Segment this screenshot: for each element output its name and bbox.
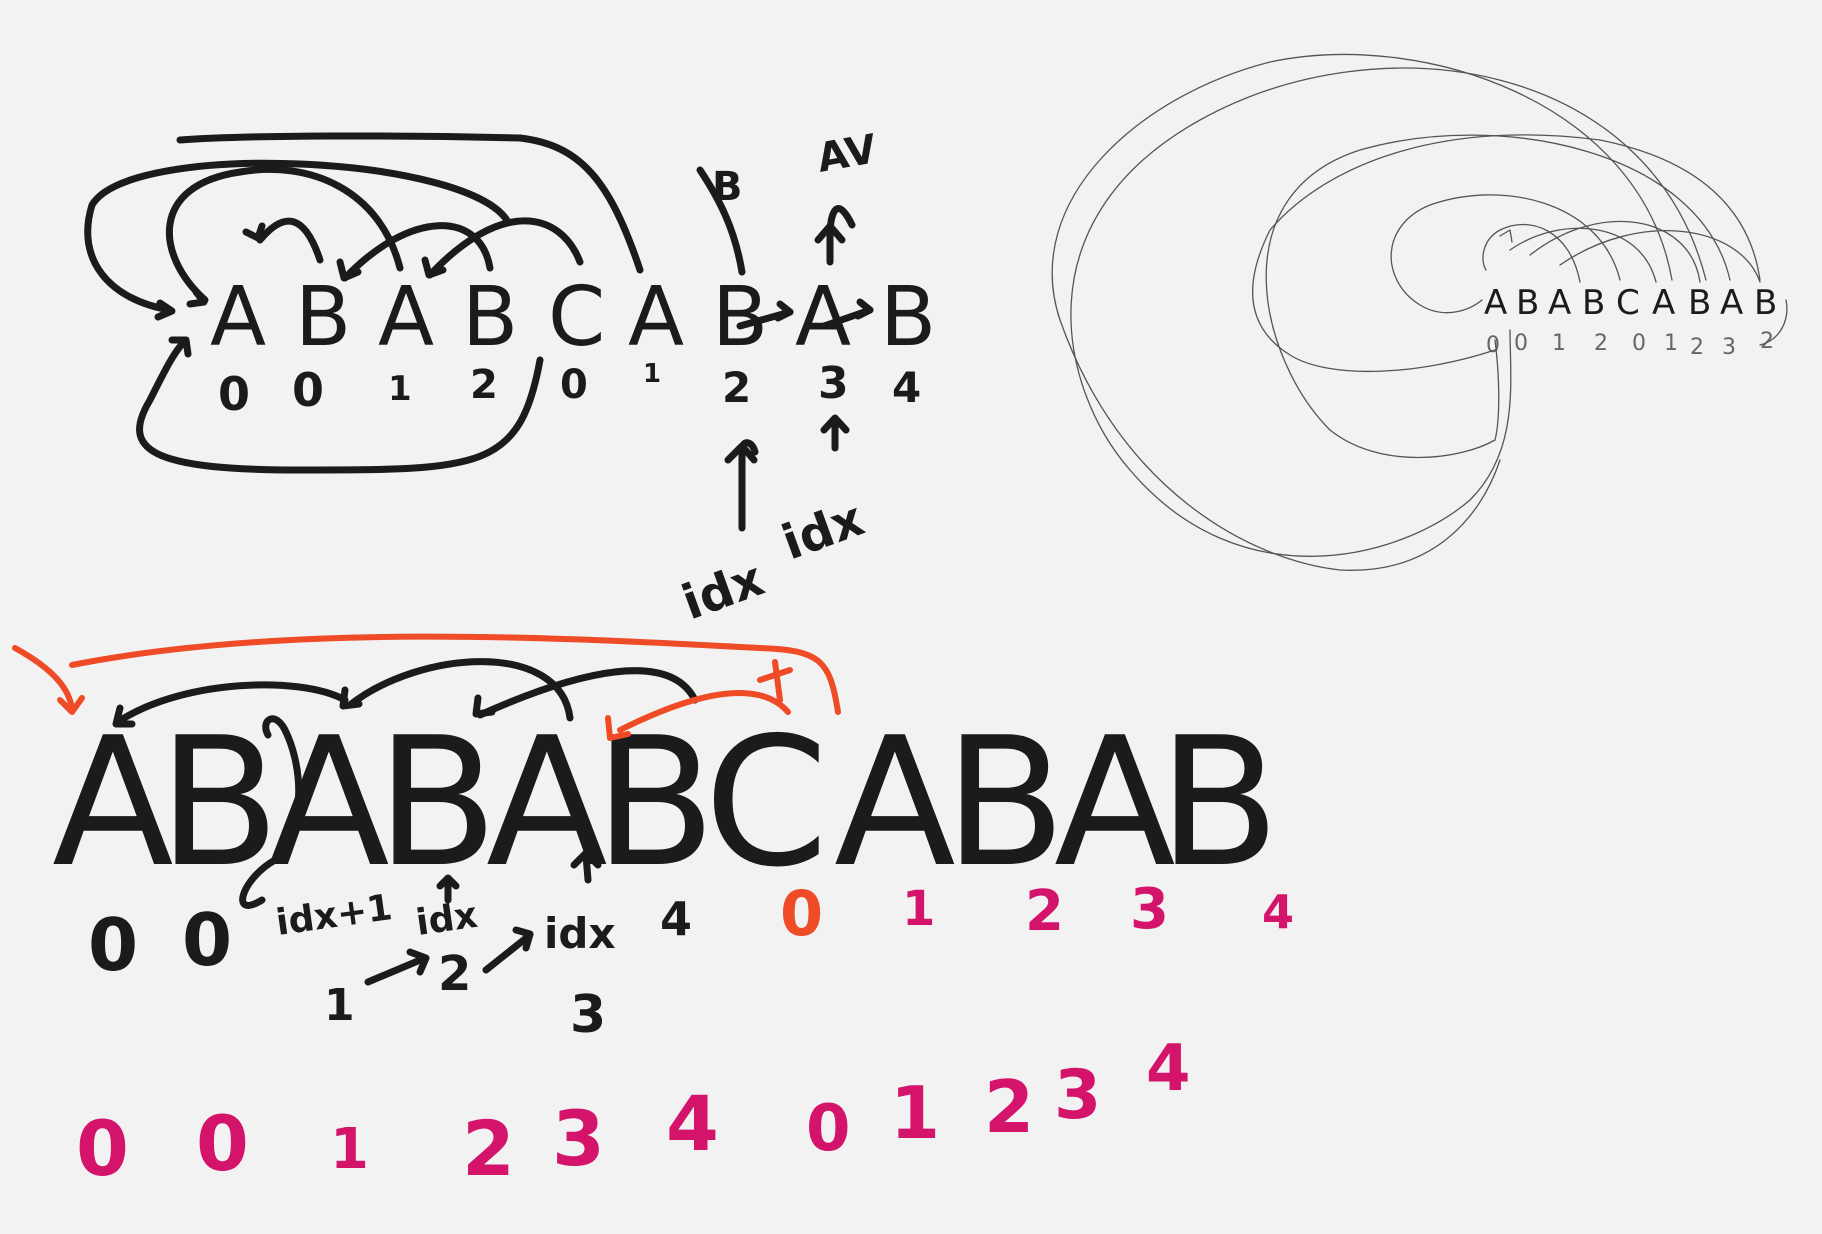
bottom-black-arcs xyxy=(112,658,699,909)
row-digit: 1 xyxy=(330,1117,369,1182)
row-digit: 3 xyxy=(552,1094,605,1183)
row-digit: 0 xyxy=(76,1104,129,1193)
av-label: AV xyxy=(814,126,880,182)
small-index: 2 xyxy=(1760,329,1774,354)
red-index: 0 xyxy=(780,877,823,950)
top-index: 2 xyxy=(722,363,751,412)
bottom-letter: A xyxy=(52,699,174,906)
sub-index: 3 xyxy=(570,985,606,1045)
small-index: 1 xyxy=(1664,331,1678,356)
small-indices: 0 0 1 2 0 1 2 3 2 xyxy=(1486,329,1774,360)
bottom-sub-indices: 1 2 3 xyxy=(324,946,606,1045)
bottom-string: A B A B A B C A B A B xyxy=(52,699,1280,906)
magenta-index: 1 xyxy=(902,881,935,937)
row-digit: 3 xyxy=(1054,1056,1101,1135)
top-index: 3 xyxy=(818,358,849,409)
top-annotation-labels: idx idx B AV xyxy=(675,126,880,631)
bottom-letter: A xyxy=(1054,699,1176,906)
bottom-letter: C xyxy=(704,699,828,906)
magenta-index: 4 xyxy=(1262,885,1294,939)
small-letter: B xyxy=(1516,283,1539,323)
row-digit: 2 xyxy=(462,1104,515,1193)
row-digit: 4 xyxy=(1146,1032,1191,1106)
bottom-letter: B xyxy=(944,699,1066,906)
b-label: B xyxy=(712,164,743,210)
top-letter: A xyxy=(378,270,434,365)
small-letter: B xyxy=(1688,283,1711,323)
top-index: 1 xyxy=(643,359,661,389)
bottom-sub-arrows xyxy=(364,849,602,986)
small-letter: A xyxy=(1652,283,1675,323)
top-indices: 0 0 1 2 0 1 2 3 4 xyxy=(218,358,921,421)
bottom-index: 0 xyxy=(182,898,232,982)
top-index: 0 xyxy=(218,367,250,421)
small-index: 2 xyxy=(1690,335,1704,360)
top-letter: B xyxy=(295,270,351,365)
magenta-index: 3 xyxy=(1130,877,1169,942)
bottom-letter: B xyxy=(158,699,280,906)
bottom-index: 4 xyxy=(660,892,692,946)
top-index: 1 xyxy=(388,369,412,409)
top-letter: C xyxy=(548,270,605,365)
idx-label: idx xyxy=(775,491,871,572)
bottom-index: 0 xyxy=(88,903,138,987)
bottom-row: 0 0 1 2 3 4 0 1 2 3 4 xyxy=(76,1032,1191,1193)
bottom-letter: B xyxy=(594,699,716,906)
row-digit: 0 xyxy=(196,1099,249,1188)
bottom-red-arcs xyxy=(12,633,841,741)
small-letter: A xyxy=(1720,283,1743,323)
small-letter: B xyxy=(1754,283,1777,323)
row-digit: 1 xyxy=(890,1071,940,1155)
small-index: 3 xyxy=(1722,335,1736,360)
small-letter: B xyxy=(1582,283,1605,323)
small-string: A B A B C A B A B xyxy=(1484,283,1777,323)
small-letter: A xyxy=(1548,283,1571,323)
top-letter: B xyxy=(462,270,518,365)
small-letter: C xyxy=(1616,283,1640,323)
row-digit: 0 xyxy=(806,1092,851,1166)
top-letter: A xyxy=(628,270,684,365)
bottom-letter: A xyxy=(834,699,956,906)
top-letter: A xyxy=(210,270,266,365)
sub-index: 2 xyxy=(438,946,471,1002)
small-index: 1 xyxy=(1552,331,1566,356)
top-letter: B xyxy=(880,270,936,365)
small-index: 0 xyxy=(1514,331,1528,356)
top-string: A B A B C A B A B xyxy=(210,270,936,365)
small-letter: A xyxy=(1484,283,1507,323)
row-digit: 4 xyxy=(666,1079,719,1168)
top-index: 4 xyxy=(892,363,921,412)
small-index: 0 xyxy=(1486,333,1500,358)
top-index: 0 xyxy=(292,363,324,417)
bottom-black-indices: 0 0 idx+1 idx idx 4 xyxy=(88,887,692,987)
top-annotations xyxy=(696,166,874,532)
magenta-index: 2 xyxy=(1025,879,1064,944)
bottom-letter: B xyxy=(1158,699,1280,906)
small-spiral-arcs xyxy=(1051,53,1788,571)
bottom-letter: B xyxy=(376,699,498,906)
top-arcs xyxy=(84,132,644,474)
sub-index: 1 xyxy=(324,980,355,1031)
bottom-color-indices: 0 1 2 3 4 xyxy=(780,877,1294,950)
row-digit: 2 xyxy=(984,1065,1034,1149)
bottom-index: idx xyxy=(544,909,616,958)
small-index: 0 xyxy=(1632,331,1646,356)
idx-label: idx xyxy=(675,551,771,632)
top-index: 0 xyxy=(560,362,588,408)
small-index: 2 xyxy=(1594,331,1608,356)
top-index: 2 xyxy=(470,362,498,408)
